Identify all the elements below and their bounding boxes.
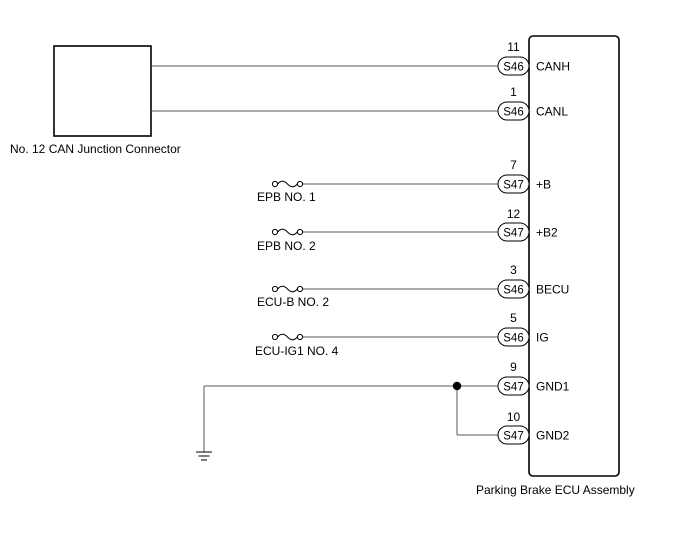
fuse-epb-no1-icon xyxy=(271,180,304,188)
ground-icon xyxy=(196,451,212,461)
fuse-ecu-ig1-no4-icon xyxy=(271,333,304,341)
connector-pill-b2: S47 xyxy=(497,222,530,242)
pin-number-b: 7 xyxy=(510,158,517,172)
terminal-name-gnd1: GND1 xyxy=(536,380,570,394)
fuse-ecu-b-no2-icon xyxy=(271,285,304,293)
connector-pill-becu: S46 xyxy=(497,279,530,299)
terminal-name-b: +B xyxy=(536,178,551,192)
connector-pill-gnd2: S47 xyxy=(497,425,530,445)
can-junction-connector-label: No. 12 CAN Junction Connector xyxy=(10,142,181,156)
fuse-label-ecu-b-no2: ECU-B NO. 2 xyxy=(257,295,329,309)
connector-code: S47 xyxy=(503,382,523,394)
connector-code: S47 xyxy=(503,431,523,443)
junction-dot xyxy=(452,381,462,391)
fuse-label-epb-no2: EPB NO. 2 xyxy=(257,239,316,253)
connector-code: S47 xyxy=(503,228,523,240)
connector-code: S46 xyxy=(503,62,523,74)
connector-code: S46 xyxy=(503,285,523,297)
pin-number-canl: 1 xyxy=(510,85,517,99)
pin-number-ig: 5 xyxy=(510,311,517,325)
connector-pill-b: S47 xyxy=(497,174,530,194)
fuse-label-epb-no1: EPB NO. 1 xyxy=(257,190,316,204)
pin-number-gnd1: 9 xyxy=(510,360,517,374)
connector-code: S47 xyxy=(503,180,523,192)
connector-code: S46 xyxy=(503,107,523,119)
pin-number-b2: 12 xyxy=(507,207,521,221)
terminal-name-ig: IG xyxy=(536,331,549,345)
can-junction-connector-box xyxy=(53,45,152,137)
parking-brake-ecu-box xyxy=(528,35,620,477)
connector-pill-canl: S46 xyxy=(497,101,530,121)
terminal-name-gnd2: GND2 xyxy=(536,429,570,443)
terminal-name-canl: CANL xyxy=(536,105,568,119)
parking-brake-ecu-label: Parking Brake ECU Assembly xyxy=(476,483,635,497)
connector-code: S46 xyxy=(503,333,523,345)
terminal-name-b2: +B2 xyxy=(536,226,558,240)
pin-number-becu: 3 xyxy=(510,263,517,277)
terminal-name-becu: BECU xyxy=(536,283,569,297)
pin-number-gnd2: 10 xyxy=(507,410,521,424)
connector-pill-ig: S46 xyxy=(497,327,530,347)
fuse-label-ecu-ig1-no4: ECU-IG1 NO. 4 xyxy=(255,344,339,358)
terminal-name-canh: CANH xyxy=(536,60,570,74)
pin-number-canh: 11 xyxy=(507,40,520,54)
connector-pill-canh: S46 xyxy=(497,56,530,76)
fuse-epb-no2-icon xyxy=(271,228,304,236)
connector-pill-gnd1: S47 xyxy=(497,376,530,396)
